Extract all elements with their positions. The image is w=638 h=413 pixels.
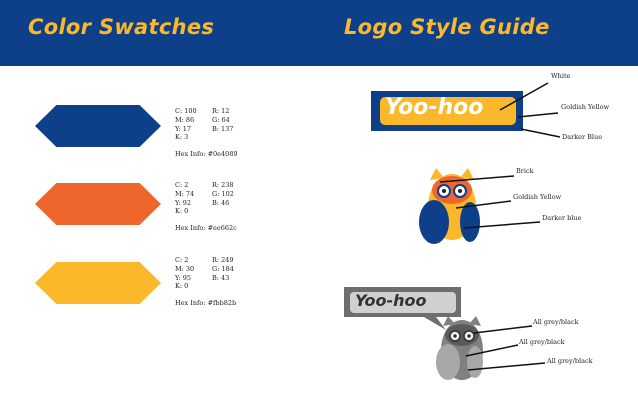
yoo-hoo-logo-color [371, 91, 523, 131]
rgb-r: R: 249 [212, 256, 234, 264]
logo-style-guide-title: Logo Style Guide [344, 15, 550, 39]
color-swatches-title: Color Swatches [28, 15, 215, 39]
label-all-grey-2: All grey/black [519, 338, 565, 346]
cmyk-k: K: 0 [175, 282, 189, 291]
label-owl-goldish-yellow: Goldish Yellow [513, 193, 562, 201]
cmyk-y: Y: 17 [175, 124, 192, 133]
cmyk-m: M: 86 [175, 115, 195, 124]
swatch-darker-blue [35, 105, 161, 147]
cmyk-c: C: 100 [175, 107, 197, 115]
rgb-g: G: 64 [212, 115, 230, 124]
cmyk-y: Y: 95 [175, 273, 192, 282]
label-brick: Brick [516, 167, 534, 175]
label-all-grey-1: All grey/black [533, 318, 579, 326]
hex-info: Hex Info: #fbb82b [175, 299, 237, 308]
rgb-r: R: 238 [212, 181, 234, 189]
hex-info: Hex Info: #ee662c [175, 224, 237, 233]
swatch-spec-brick: C: 2 R: 238 M: 74 G: 102 Y: 92 B: 46 K: 0 H… [175, 181, 237, 233]
swatch-brick [35, 183, 161, 225]
cmyk-k: K: 0 [175, 207, 189, 216]
label-darker-blue: Darker Blue [562, 133, 603, 141]
owl-color-icon [419, 168, 480, 244]
logo-wordmark-grey: Yoo-hoo [355, 291, 427, 310]
cmyk-m: M: 30 [175, 264, 195, 273]
header-banner [0, 0, 638, 66]
owl-grey-icon [436, 316, 483, 380]
cmyk-m: M: 74 [175, 189, 195, 198]
swatch-spec-goldish-yellow: C: 2 R: 249 M: 30 G: 184 Y: 95 B: 43 K: 0 H… [175, 256, 236, 308]
rgb-r: R: 12 [212, 107, 230, 115]
label-goldish-yellow: Goldish Yellow [561, 103, 610, 111]
hex-info: Hex Info: #0e4089 [175, 150, 238, 159]
yoo-hoo-logo-grey [344, 287, 461, 330]
cmyk-c: C: 2 [175, 181, 189, 189]
label-all-grey-3: All grey/black [547, 357, 593, 365]
logo-wordmark-color: Yoo-hoo [385, 95, 484, 120]
rgb-b: B: 46 [212, 198, 230, 207]
leader-lines [439, 82, 561, 371]
label-white: White [551, 72, 571, 80]
cmyk-k: K: 3 [175, 133, 189, 142]
swatch-goldish-yellow [35, 262, 161, 304]
rgb-g: G: 102 [212, 189, 234, 198]
rgb-g: G: 184 [212, 264, 234, 273]
cmyk-y: Y: 92 [175, 198, 192, 207]
cmyk-c: C: 2 [175, 256, 189, 264]
rgb-b: B: 137 [212, 124, 234, 133]
rgb-b: B: 43 [212, 273, 230, 282]
label-owl-darker-blue: Darker blue [542, 214, 582, 222]
